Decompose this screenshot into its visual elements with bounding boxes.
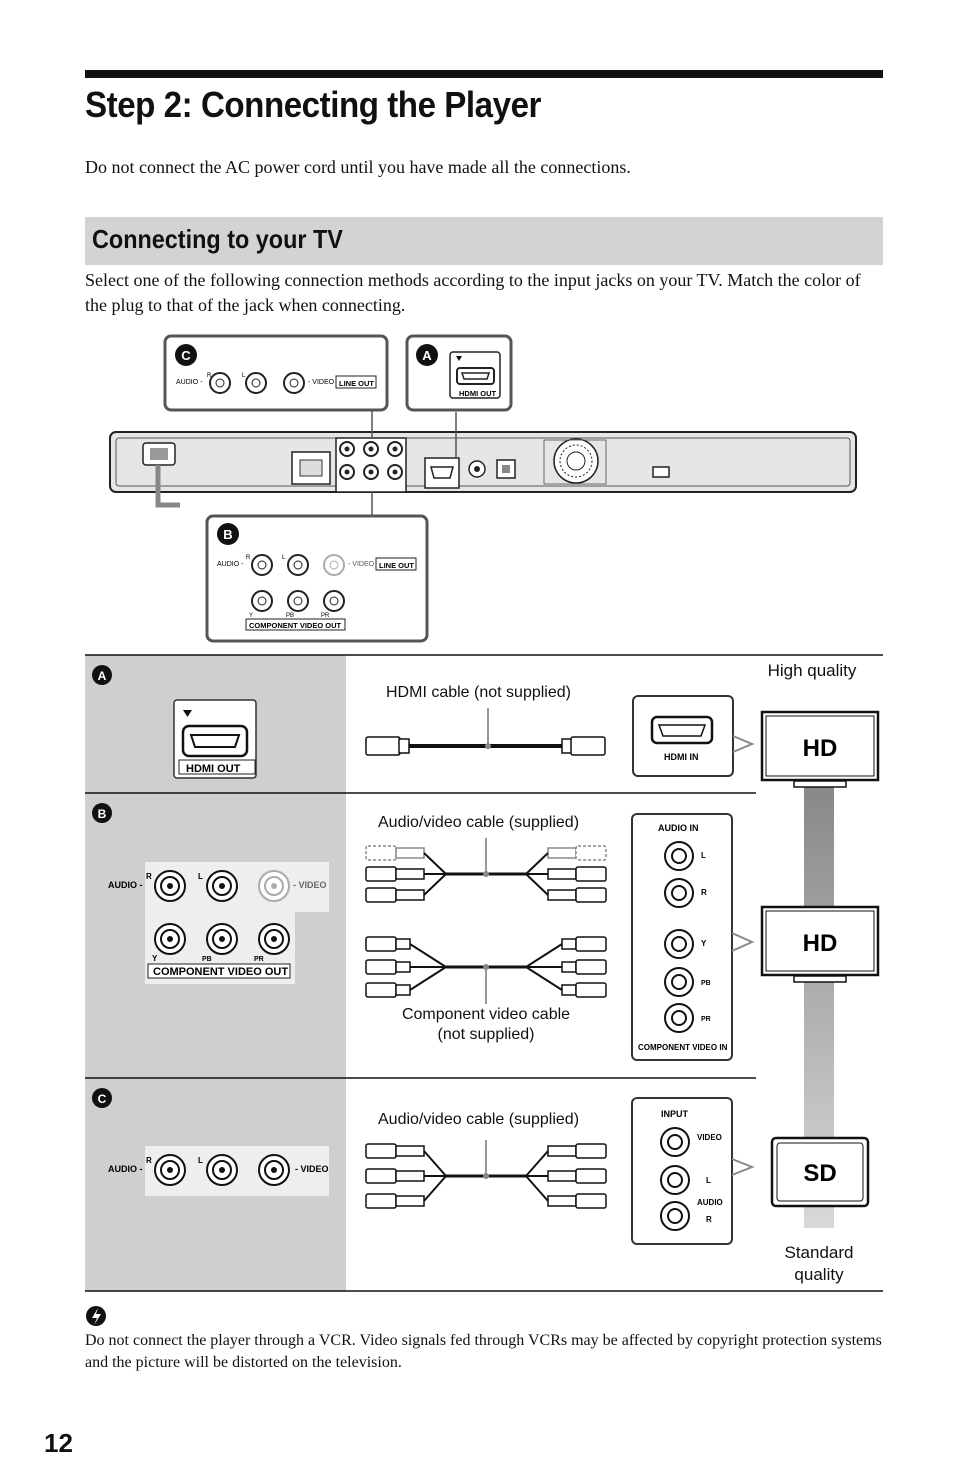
label-l: L: [198, 1156, 203, 1165]
tv-hdmi-in-jack: HDMI IN: [632, 695, 755, 777]
label-y: Y: [701, 939, 707, 948]
label-l: L: [282, 555, 286, 561]
tv-composite-jacks: INPUT VIDEO L AUDIO R: [631, 1097, 755, 1245]
standard-quality-label-2: quality: [794, 1265, 844, 1284]
label-audio: AUDIO -: [176, 379, 203, 386]
label-pr: PR: [701, 1016, 711, 1023]
hd-tv-label-2: HD: [803, 930, 838, 957]
marker-a-row: A: [98, 669, 107, 683]
label-r: R: [246, 555, 251, 561]
av-cable-b-label: Audio/video cable (supplied): [378, 814, 580, 831]
hdmi-cable-label: HDMI cable (not supplied): [386, 684, 571, 701]
label-y: Y: [249, 613, 253, 619]
label-r: R: [146, 1156, 152, 1165]
label-line-out: LINE OUT: [379, 561, 414, 570]
quality-scale: HD HD SD: [760, 710, 880, 1228]
label-hdmi-out-row: HDMI OUT: [186, 763, 241, 775]
section-paragraph: Select one of the following connection m…: [85, 270, 861, 315]
av-cable-c: [365, 1140, 607, 1209]
label-y: Y: [152, 954, 158, 963]
label-r: R: [207, 373, 212, 379]
marker-b-mid: B: [223, 527, 232, 542]
component-cable: [365, 936, 607, 1004]
callout-a: A HDMI OUT: [405, 334, 513, 412]
section-title: Connecting to your TV: [92, 224, 343, 254]
row-a-player-jack: A HDMI OUT: [92, 665, 257, 779]
label-video: - VIDEO: [295, 1164, 329, 1174]
label-video: - VIDEO: [293, 880, 327, 890]
label-pb: PB: [701, 980, 711, 987]
av-cable-b: [365, 838, 607, 903]
player-rear-panel: [109, 402, 857, 516]
label-pb: PB: [286, 613, 294, 619]
label-pr: PR: [254, 956, 264, 963]
label-pr: PR: [321, 613, 330, 619]
high-quality-label: High quality: [767, 661, 857, 680]
marker-b-row: B: [98, 807, 107, 821]
label-line-out: LINE OUT: [339, 379, 374, 388]
label-component-video-out: COMPONENT VIDEO OUT: [153, 966, 288, 978]
component-cable-label-2: (not supplied): [437, 1026, 535, 1043]
av-cable-c-label: Audio/video cable (supplied): [378, 1111, 580, 1128]
label-input: INPUT: [661, 1109, 689, 1119]
marker-c-row: C: [98, 1092, 107, 1106]
hint-text: Do not connect the player through a VCR.…: [85, 1332, 882, 1371]
label-audio: AUDIO -: [217, 561, 244, 568]
component-cable-label-1: Component video cable: [401, 1006, 571, 1023]
hd-tv-label-1: HD: [803, 735, 838, 762]
label-component-video-in: COMPONENT VIDEO IN: [638, 1043, 728, 1052]
label-l: L: [701, 851, 706, 860]
label-audio-in: AUDIO IN: [658, 823, 699, 833]
label-pb: PB: [202, 956, 212, 963]
page-number: 12: [44, 1428, 73, 1458]
label-l: L: [242, 373, 246, 379]
label-component-video-out: COMPONENT VIDEO OUT: [249, 621, 342, 630]
label-hdmi-in: HDMI IN: [664, 752, 699, 762]
hdmi-cable: [365, 708, 606, 756]
label-video: - VIDEO: [308, 379, 335, 386]
label-audio: AUDIO -: [108, 880, 143, 890]
label-r: R: [701, 888, 707, 897]
label-hdmi-out-top: HDMI OUT: [459, 389, 496, 398]
marker-a-top: A: [422, 348, 432, 363]
label-r: R: [146, 872, 152, 881]
marker-c-top: C: [181, 348, 191, 363]
label-l: L: [198, 872, 203, 881]
label-audio: AUDIO -: [108, 1164, 143, 1174]
row-c-player-jacks: C AUDIO - R L - VIDEO: [92, 1088, 329, 1196]
label-video: - VIDEO: [348, 561, 375, 568]
title-rule: [85, 70, 883, 78]
label-l: L: [706, 1176, 711, 1185]
label-audio: AUDIO: [697, 1198, 723, 1207]
tv-component-jacks: AUDIO IN L R Y PB PR COMPONENT VIDEO IN: [631, 813, 755, 1061]
hint-icon: [86, 1306, 106, 1326]
intro-text: Do not connect the AC power cord until y…: [85, 157, 631, 177]
callout-b: B AUDIO - R L - VIDEO LINE OUT Y PB PR C…: [205, 514, 429, 643]
page-title: Step 2: Connecting the Player: [85, 84, 541, 125]
standard-quality-label-1: Standard: [784, 1243, 854, 1262]
label-video: VIDEO: [697, 1133, 722, 1142]
callout-c: C AUDIO - R L - VIDEO LINE OUT: [163, 334, 389, 412]
row-b-player-jacks: B AUDIO - R L - VIDEO Y PB PR COMPONENT …: [92, 803, 329, 984]
sd-tv-label: SD: [803, 1160, 836, 1187]
label-r: R: [706, 1215, 712, 1224]
section-heading-bar: [85, 217, 883, 265]
